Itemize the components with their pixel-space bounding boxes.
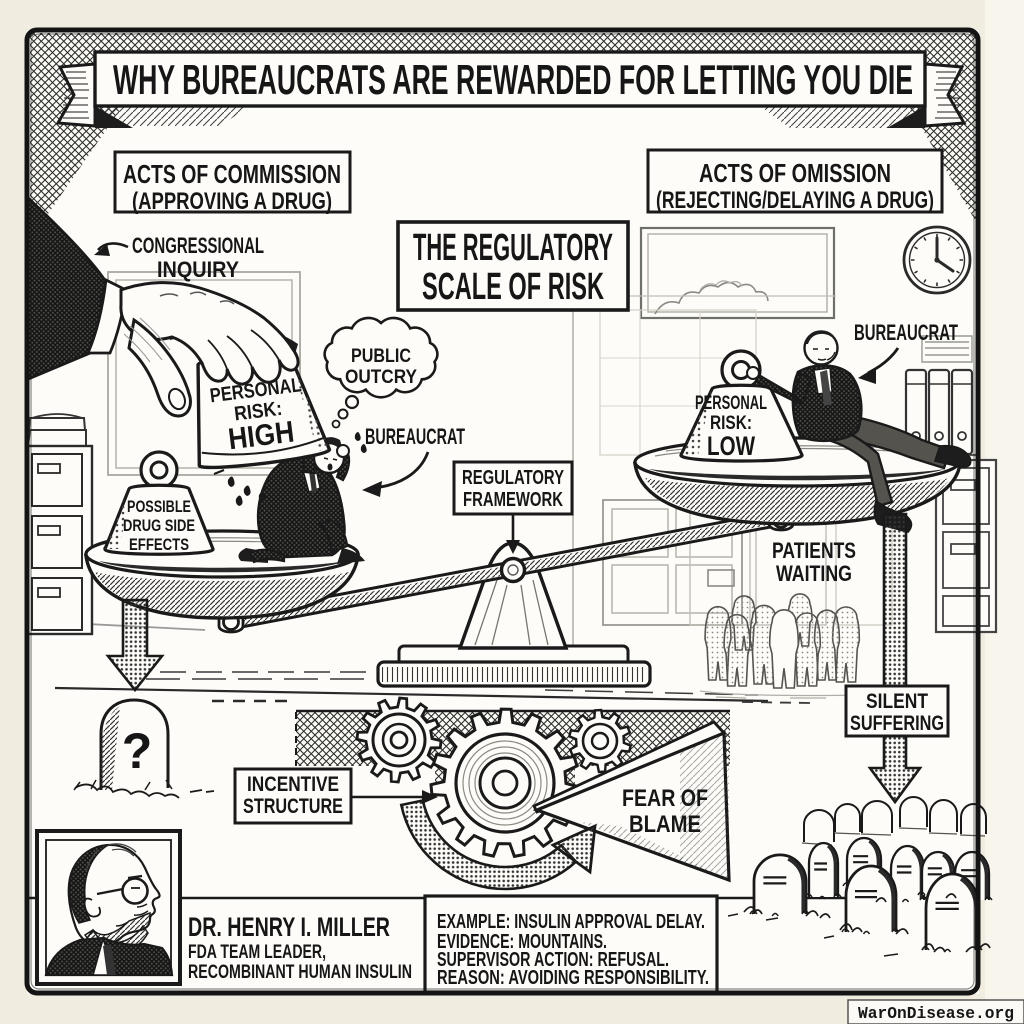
svg-text:ACTS OF COMMISSION: ACTS OF COMMISSION xyxy=(123,159,341,189)
svg-text:OUTCRY: OUTCRY xyxy=(345,367,417,388)
svg-text:EFFECTS: EFFECTS xyxy=(129,535,189,554)
svg-text:SUFFERING: SUFFERING xyxy=(850,712,944,735)
svg-text:INQUIRY: INQUIRY xyxy=(157,257,239,282)
svg-text:SILENT: SILENT xyxy=(866,690,928,713)
svg-text:SCALE OF RISK: SCALE OF RISK xyxy=(422,266,604,308)
svg-text:INCENTIVE: INCENTIVE xyxy=(247,773,339,796)
svg-text:SUPERVISOR ACTION: REFUSAL.: SUPERVISOR ACTION: REFUSAL. xyxy=(437,949,669,971)
svg-text:CONGRESSIONAL: CONGRESSIONAL xyxy=(132,233,264,258)
svg-text:?: ? xyxy=(122,723,153,779)
svg-text:PERSONAL: PERSONAL xyxy=(695,393,767,414)
svg-text:REGULATORY: REGULATORY xyxy=(462,467,564,489)
svg-text:ACTS OF OMISSION: ACTS OF OMISSION xyxy=(699,158,891,188)
svg-text:BUREAUCRAT: BUREAUCRAT xyxy=(854,320,958,345)
svg-text:PUBLIC: PUBLIC xyxy=(351,346,411,367)
svg-text:STRUCTURE: STRUCTURE xyxy=(243,795,343,818)
svg-text:HIGH: HIGH xyxy=(226,416,296,457)
svg-text:POSSIBLE: POSSIBLE xyxy=(127,497,191,516)
svg-text:(APPROVING A DRUG): (APPROVING A DRUG) xyxy=(132,188,332,215)
svg-text:WAITING: WAITING xyxy=(776,561,852,586)
svg-text:FEAR OF: FEAR OF xyxy=(622,785,708,812)
svg-text:REASON: AVOIDING RESPONSIBILIT: REASON: AVOIDING RESPONSIBILITY. xyxy=(437,967,709,989)
svg-text:LOW: LOW xyxy=(707,431,755,461)
svg-text:RECOMBINANT HUMAN INSULIN: RECOMBINANT HUMAN INSULIN xyxy=(188,962,412,983)
svg-text:WarOnDisease.org: WarOnDisease.org xyxy=(858,1005,1014,1024)
svg-text:BUREAUCRAT: BUREAUCRAT xyxy=(365,424,465,449)
svg-text:FRAMEWORK: FRAMEWORK xyxy=(463,489,563,511)
svg-text:BLAME: BLAME xyxy=(629,811,701,838)
svg-text:DRUG SIDE: DRUG SIDE xyxy=(123,516,195,535)
svg-text:EXAMPLE: INSULIN APPROVAL DELA: EXAMPLE: INSULIN APPROVAL DELAY. xyxy=(437,911,705,933)
svg-text:WHY BUREAUCRATS ARE REWARDED F: WHY BUREAUCRATS ARE REWARDED FOR LETTING… xyxy=(113,56,913,103)
svg-text:PATIENTS: PATIENTS xyxy=(772,538,856,563)
svg-text:DR. HENRY I. MILLER: DR. HENRY I. MILLER xyxy=(188,912,390,942)
svg-text:THE REGULATORY: THE REGULATORY xyxy=(413,227,613,269)
svg-text:EVIDENCE: MOUNTAINS.: EVIDENCE: MOUNTAINS. xyxy=(437,931,607,953)
svg-text:RISK:: RISK: xyxy=(710,413,752,434)
svg-text:(REJECTING/DELAYING A DRUG): (REJECTING/DELAYING A DRUG) xyxy=(656,187,934,214)
svg-text:FDA TEAM LEADER,: FDA TEAM LEADER, xyxy=(188,942,326,963)
